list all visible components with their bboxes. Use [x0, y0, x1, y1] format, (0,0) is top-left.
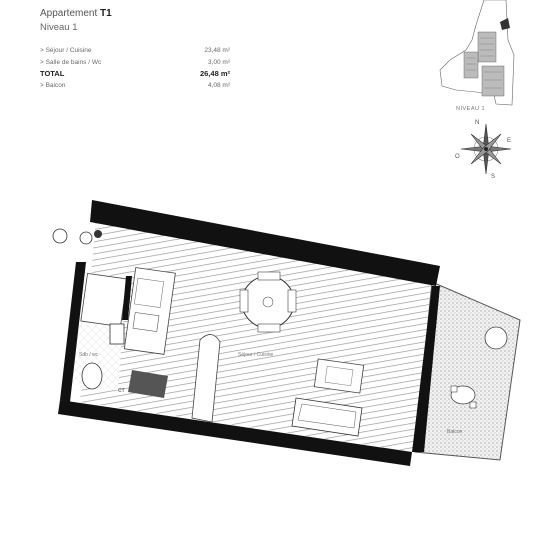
compass-o: O — [455, 154, 460, 160]
area-row: > Séjour / Cuisine 23,48 m² — [40, 45, 230, 57]
level-label: Niveau 1 — [40, 22, 78, 33]
title-prefix: Appartement — [40, 8, 98, 19]
kitchen-sink-icon — [132, 312, 160, 332]
area-label: > Balcon — [40, 81, 66, 89]
dining-table — [241, 275, 295, 329]
balcony-plant — [484, 326, 508, 350]
highlight-unit — [500, 18, 510, 30]
area-value: 23,48 m² — [204, 47, 230, 54]
coffee-table — [324, 365, 354, 387]
title-unit: T1 — [100, 8, 112, 19]
building-block — [463, 51, 479, 79]
area-row: > Salle de bains / Wc 3,00 m² — [40, 57, 230, 69]
area-label: TOTAL — [40, 69, 65, 78]
toilet-icon — [81, 362, 103, 390]
apartment-info: Appartement T1 Niveau 1 > Séjour / Cuisi… — [40, 8, 230, 91]
building-outline — [439, 0, 515, 106]
area-label: > Salle de bains / Wc — [40, 58, 102, 66]
room-label-wc: CT — [118, 388, 125, 394]
compass-rose-icon: N E S O — [455, 120, 512, 180]
kitchen-island — [191, 334, 221, 423]
area-label: > Séjour / Cuisine — [40, 47, 92, 54]
building-block — [477, 31, 497, 63]
floor-plan — [52, 200, 521, 466]
area-table: > Séjour / Cuisine 23,48 m² > Salle de b… — [40, 45, 230, 91]
storage-cabinet — [128, 370, 168, 398]
walls — [58, 200, 440, 466]
area-row-total: TOTAL 26,48 m² — [40, 68, 230, 80]
area-value: 3,00 m² — [207, 58, 230, 66]
shower-tray — [80, 272, 128, 328]
entry-icon — [94, 230, 102, 238]
building-block — [481, 65, 505, 97]
compass-e: E — [507, 138, 511, 144]
compass-s: S — [491, 174, 495, 180]
person-icon — [79, 231, 93, 245]
sink-icon — [109, 323, 125, 345]
area-value: 4,08 m² — [207, 81, 230, 89]
rug — [313, 358, 365, 394]
room-label-bathroom: Sdb / wc — [79, 352, 99, 358]
area-row: > Balcon 4,08 m² — [40, 80, 230, 92]
apartment-title: Appartement T1 — [40, 8, 230, 19]
compass-n: N — [475, 120, 479, 126]
room-label-balcony: Balcon — [447, 429, 463, 435]
locator-label: NIVEAU 1 — [456, 106, 486, 112]
building-locator-map — [439, 0, 515, 106]
area-value: 26,48 m² — [199, 69, 230, 78]
person-icon — [52, 228, 68, 244]
cooktop-icon — [134, 277, 164, 308]
room-label-living: Séjour / Cuisine — [238, 352, 274, 358]
